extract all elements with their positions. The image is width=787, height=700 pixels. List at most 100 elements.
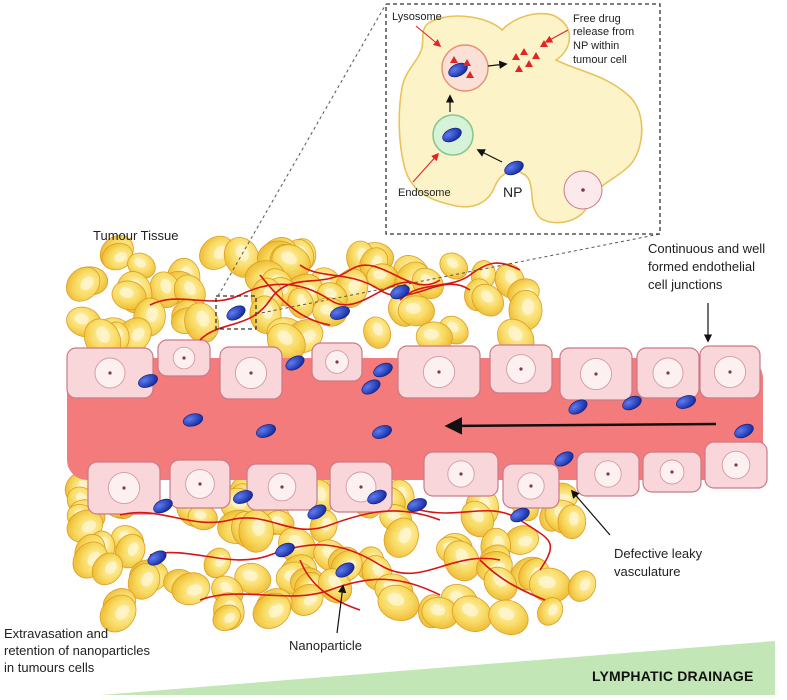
endothelial-cell-icon <box>87 461 161 515</box>
nanoparticle-icon <box>275 542 295 558</box>
defective-label-1: Defective leaky <box>614 546 703 561</box>
endothelial-cell-icon <box>246 463 318 511</box>
endothelial-cell-icon <box>502 463 560 509</box>
lymphatic-drainage-wedge <box>100 641 775 695</box>
endothelial-cell-icon <box>157 339 211 377</box>
free-drug-label-3: NP within <box>573 40 620 52</box>
lymphatic-drainage-label: LYMPHATIC DRAINAGE <box>592 668 754 684</box>
endothelial-row-upper <box>66 339 761 401</box>
zoom-line-left <box>217 3 387 297</box>
tumour-cell-icon <box>363 316 392 349</box>
nanoparticle-icon <box>138 374 158 388</box>
endothelial-cell-icon <box>423 451 499 497</box>
endothelial-cell-icon <box>329 461 393 513</box>
pointer-defective-vasculature <box>570 489 611 536</box>
nanoparticle-icon <box>568 399 588 415</box>
tumour-cell-icon <box>65 266 101 302</box>
endothelial-cell-icon <box>704 441 768 489</box>
tumour-cell-icon <box>234 562 272 595</box>
arrow-lysosome-to-drug <box>487 60 508 69</box>
drug-triangle-icon <box>540 40 548 47</box>
endothelial-cell-icon <box>576 451 640 497</box>
drug-triangle-icon <box>463 59 471 66</box>
nanoparticle-icon <box>734 423 754 439</box>
endothelial-cell-icon <box>169 459 231 509</box>
nanoparticle-icon <box>622 395 642 411</box>
nanoparticle-icon <box>676 395 696 409</box>
nanoparticle-icon <box>367 489 387 505</box>
extravasation-label-3: in tumours cells <box>4 660 95 675</box>
tumour-cell-icon <box>557 504 587 539</box>
nanoparticle-icon <box>504 160 524 176</box>
free-drug-label-2: release from <box>573 26 635 38</box>
inset-nucleus <box>563 170 603 210</box>
zoom-line-right <box>255 233 661 315</box>
nanoparticle-icon <box>361 379 381 395</box>
drug-triangle-icon <box>515 65 523 72</box>
nanoparticle-icon <box>373 362 393 378</box>
endothelial-cell-icon <box>642 451 702 493</box>
nanoparticle-icon <box>147 550 167 566</box>
nanoparticle-icon <box>554 451 574 467</box>
extravasation-label-1: Extravasation and <box>4 626 109 641</box>
tumour-cell-icon <box>101 242 134 271</box>
tumour-cell-icon <box>488 599 529 636</box>
defective-label-2: vasculature <box>614 564 681 579</box>
nanoparticle-icon <box>153 498 173 514</box>
tumour-cell-icon <box>529 567 572 603</box>
zoom-source-box <box>215 295 257 330</box>
drug-triangle-icon <box>450 56 458 63</box>
capillary <box>199 578 441 601</box>
tumour-tissue-upper <box>65 235 543 361</box>
tumour-cell-icon <box>377 584 420 622</box>
nanoparticle-icon <box>256 424 276 438</box>
tumour-cell-icon <box>471 283 504 317</box>
endothelial-cell-icon <box>397 345 481 399</box>
extravasation-label-2: retention of nanoparticles <box>4 643 150 658</box>
nanoparticle-icon <box>372 425 392 439</box>
tumour-cell-icon <box>91 552 124 586</box>
nanoparticle-label: Nanoparticle <box>289 638 362 653</box>
tumour-cell-icon <box>252 592 292 629</box>
nanoparticle-icon <box>182 413 204 427</box>
nanoparticle-icon <box>285 355 305 371</box>
tumour-cell-icon <box>289 583 324 616</box>
pointer-nanoparticle <box>336 584 347 634</box>
capillary <box>149 543 501 575</box>
blood-flow-arrow <box>444 417 717 435</box>
drug-triangle-icon <box>532 52 540 59</box>
arrow-np-to-endosome <box>476 149 503 163</box>
tumour-cell-icon <box>567 570 597 602</box>
tumour-cell-icon <box>111 280 147 311</box>
nanoparticle-icon <box>390 284 410 300</box>
tumour-cell-icon <box>171 572 211 606</box>
tumour-cell-icon <box>187 504 218 531</box>
tumour-cell-icon <box>537 597 564 626</box>
drug-triangle-icon <box>520 48 528 55</box>
capillary <box>399 262 521 301</box>
tumour-cell-icon <box>238 509 274 553</box>
lysosome-label: Lysosome <box>392 11 442 23</box>
capillary <box>199 264 441 341</box>
tumour-cell-icon <box>127 562 161 600</box>
drug-triangle-icon <box>466 71 474 78</box>
continuous-label-1: Continuous and well <box>648 241 766 256</box>
endothelial-cell-icon <box>559 347 633 401</box>
tumour-cell-icon <box>483 566 518 601</box>
pointer-lysosome <box>415 25 442 47</box>
free-drug-label-1: Free drug <box>573 13 621 25</box>
nanoparticle-icon <box>510 507 530 523</box>
capillary <box>259 274 331 326</box>
pointer-endosome <box>412 152 440 183</box>
continuous-label-3: cell junctions <box>648 277 723 292</box>
endosome-label: Endosome <box>398 187 451 199</box>
nanoparticle-icon <box>442 127 462 143</box>
tumour-tissue-label: Tumour Tissue <box>93 228 179 243</box>
continuous-label-2: formed endothelial <box>648 259 755 274</box>
endothelial-cell-icon <box>636 347 700 399</box>
tumour-capillaries <box>119 262 552 611</box>
nanoparticle-icon <box>226 305 246 321</box>
free-drug-label-4: tumour cell <box>573 54 627 66</box>
